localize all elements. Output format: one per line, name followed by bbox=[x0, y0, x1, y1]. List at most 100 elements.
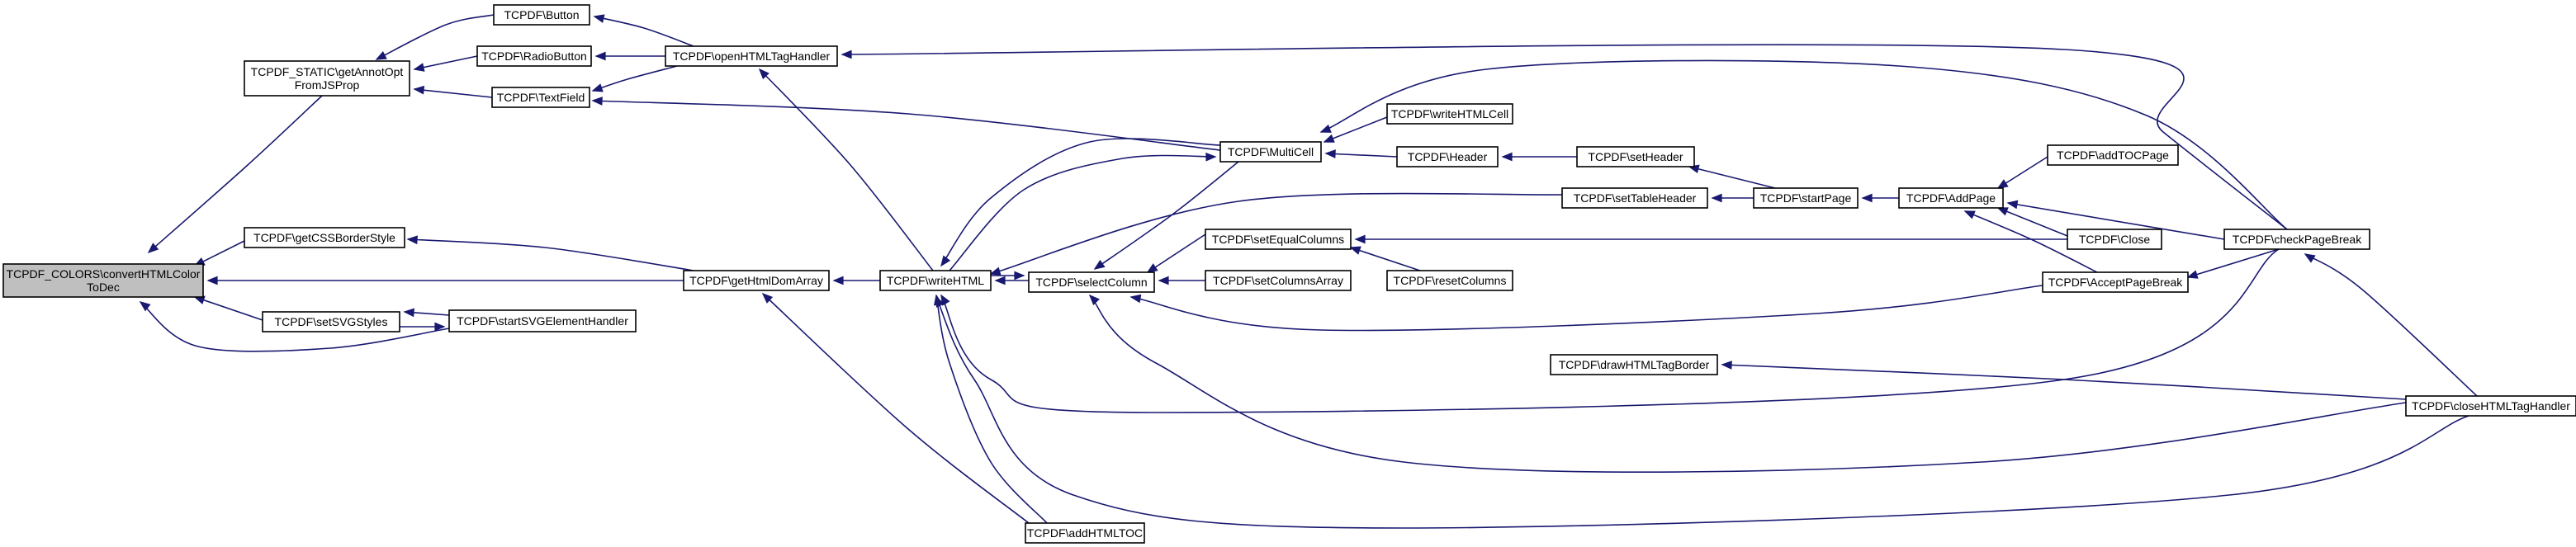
node-box[interactable] bbox=[2, 263, 204, 298]
arrowhead-icon bbox=[832, 276, 844, 285]
node-box[interactable] bbox=[491, 87, 590, 108]
node-label: TCPDF\getHtmlDomArray bbox=[689, 274, 823, 287]
arrowhead-icon bbox=[935, 295, 945, 308]
node-set-svg-styles[interactable]: TCPDF\setSVGStyles bbox=[262, 311, 400, 332]
node-box[interactable] bbox=[1576, 146, 1695, 167]
node-draw-html-tag-border[interactable]: TCPDF\drawHTMLTagBorder bbox=[1550, 354, 1718, 375]
edge-set-table-header-to-write-html bbox=[989, 192, 1563, 276]
node-box[interactable] bbox=[244, 227, 405, 248]
node-radio-button[interactable]: TCPDF\RadioButton bbox=[476, 45, 592, 67]
node-box[interactable] bbox=[1205, 229, 1352, 250]
edge-line bbox=[194, 296, 263, 321]
node-start-page[interactable]: TCPDF\startPage bbox=[1753, 187, 1859, 209]
edge-write-html-to-get-html-dom-array bbox=[832, 276, 880, 285]
node-label: TCPDF\writeHTMLCell bbox=[1391, 107, 1508, 120]
node-accept-page-break[interactable]: TCPDF\AcceptPageBreak bbox=[2042, 271, 2189, 293]
node-close[interactable]: TCPDF\Close bbox=[2067, 229, 2162, 250]
arrowhead-icon bbox=[2006, 200, 2019, 210]
arrowhead-icon bbox=[147, 243, 159, 254]
edge-reset-columns-to-set-equal-columns bbox=[1349, 246, 1421, 271]
node-box[interactable] bbox=[2405, 395, 2576, 417]
edge-multi-cell-to-select-column bbox=[1093, 161, 1239, 270]
node-box[interactable] bbox=[1025, 522, 1145, 544]
edge-line bbox=[1688, 166, 1776, 189]
node-label: TCPDF\closeHTMLTagHandler bbox=[2412, 399, 2570, 413]
arrowhead-icon bbox=[1721, 361, 1732, 370]
node-add-htmltoc[interactable]: TCPDF\addHTMLTOC bbox=[1025, 522, 1145, 544]
node-add-page[interactable]: TCPDF\AddPage bbox=[1898, 187, 2004, 209]
node-box[interactable] bbox=[879, 270, 992, 291]
node-button[interactable]: TCPDF\Button bbox=[493, 4, 590, 26]
edge-line bbox=[148, 95, 323, 253]
edge-header-to-multi-cell bbox=[1324, 149, 1398, 158]
arrowhead-icon bbox=[434, 322, 446, 332]
node-box[interactable] bbox=[2047, 144, 2179, 166]
edge-line bbox=[759, 68, 934, 271]
node-check-page-break[interactable]: TCPDF\checkPageBreak bbox=[2223, 229, 2370, 250]
node-write-html[interactable]: TCPDF\writeHTML bbox=[879, 270, 992, 291]
node-box[interactable] bbox=[1396, 146, 1499, 167]
node-get-css-border-style[interactable]: TCPDF\getCSSBorderStyle bbox=[244, 227, 405, 248]
node-reset-columns[interactable]: TCPDF\resetColumns bbox=[1386, 270, 1513, 291]
edge-open-html-tag-handler-to-button bbox=[593, 14, 694, 47]
edge-line bbox=[1324, 116, 1388, 143]
node-box[interactable] bbox=[493, 4, 590, 26]
node-get-html-dom-array[interactable]: TCPDF\getHtmlDomArray bbox=[683, 270, 830, 291]
edge-get-css-border-style-to-convert-html-color-to-dec bbox=[193, 240, 245, 266]
node-box[interactable] bbox=[448, 309, 637, 332]
edge-add-page-to-start-page bbox=[1861, 193, 1899, 203]
node-box[interactable] bbox=[2223, 229, 2370, 250]
node-write-html-cell[interactable]: TCPDF\writeHTMLCell bbox=[1386, 103, 1513, 125]
edge-line bbox=[1089, 295, 2407, 473]
node-label: TCPDF\addTOCPage bbox=[2057, 149, 2169, 162]
arrowhead-icon bbox=[1349, 246, 1361, 255]
node-box[interactable] bbox=[2067, 229, 2162, 250]
node-start-svg-element-handler[interactable]: TCPDF\startSVGElementHandler bbox=[448, 309, 637, 332]
node-box[interactable] bbox=[1561, 187, 1708, 209]
node-box[interactable] bbox=[244, 60, 410, 97]
node-multi-cell[interactable]: TCPDF\MultiCell bbox=[1219, 141, 1322, 163]
node-box[interactable] bbox=[1219, 141, 1322, 163]
node-label: TCPDF\Close bbox=[2079, 233, 2151, 246]
node-close-html-tag-handler[interactable]: TCPDF\closeHTMLTagHandler bbox=[2405, 395, 2576, 417]
node-box[interactable] bbox=[2042, 271, 2189, 293]
node-box[interactable] bbox=[1898, 187, 2004, 209]
node-box[interactable] bbox=[476, 45, 592, 67]
arrowhead-icon bbox=[206, 276, 218, 285]
node-label: TCPDF_COLORS\convertHTMLColor bbox=[7, 267, 201, 281]
node-add-toc-page[interactable]: TCPDF\addTOCPage bbox=[2047, 144, 2179, 166]
node-box[interactable] bbox=[1550, 354, 1718, 375]
edge-line bbox=[1721, 364, 2407, 400]
node-set-columns-array[interactable]: TCPDF\setColumnsArray bbox=[1205, 270, 1352, 291]
node-box[interactable] bbox=[665, 45, 838, 67]
node-header[interactable]: TCPDF\Header bbox=[1396, 146, 1499, 167]
edge-close-html-tag-handler-to-draw-html-tag-border bbox=[1721, 361, 2407, 400]
arrowhead-icon bbox=[1354, 234, 1366, 244]
node-box[interactable] bbox=[262, 311, 400, 332]
edge-set-svg-styles-to-start-svg-element-handler bbox=[400, 322, 446, 332]
node-set-equal-columns[interactable]: TCPDF\setEqualColumns bbox=[1205, 229, 1352, 250]
node-box[interactable] bbox=[1753, 187, 1859, 209]
node-label: TCPDF\MultiCell bbox=[1228, 145, 1314, 158]
node-set-table-header[interactable]: TCPDF\setTableHeader bbox=[1561, 187, 1708, 209]
node-box[interactable] bbox=[1028, 271, 1155, 293]
edge-line bbox=[1997, 207, 2068, 237]
node-text-field[interactable]: TCPDF\TextField bbox=[491, 87, 590, 108]
node-box[interactable] bbox=[1205, 270, 1352, 291]
edge-write-html-to-open-html-tag-handler bbox=[758, 68, 934, 271]
node-box[interactable] bbox=[1386, 270, 1513, 291]
node-label: TCPDF\resetColumns bbox=[1394, 274, 1507, 287]
arrowhead-icon bbox=[1205, 152, 1217, 162]
edge-accept-page-break-to-add-page bbox=[1963, 210, 2098, 273]
node-box[interactable] bbox=[1386, 103, 1513, 125]
node-set-header[interactable]: TCPDF\setHeader bbox=[1576, 146, 1695, 167]
arrowhead-icon bbox=[139, 301, 151, 312]
edge-line bbox=[762, 293, 1030, 524]
edge-get-annot-opt-from-js-prop-to-convert-html-color-to-dec bbox=[147, 95, 323, 254]
node-select-column[interactable]: TCPDF\selectColumn bbox=[1028, 271, 1155, 293]
node-open-html-tag-handler[interactable]: TCPDF\openHTMLTagHandler bbox=[665, 45, 838, 67]
edge-open-html-tag-handler-to-radio-button bbox=[594, 51, 665, 61]
node-box[interactable] bbox=[683, 270, 830, 291]
